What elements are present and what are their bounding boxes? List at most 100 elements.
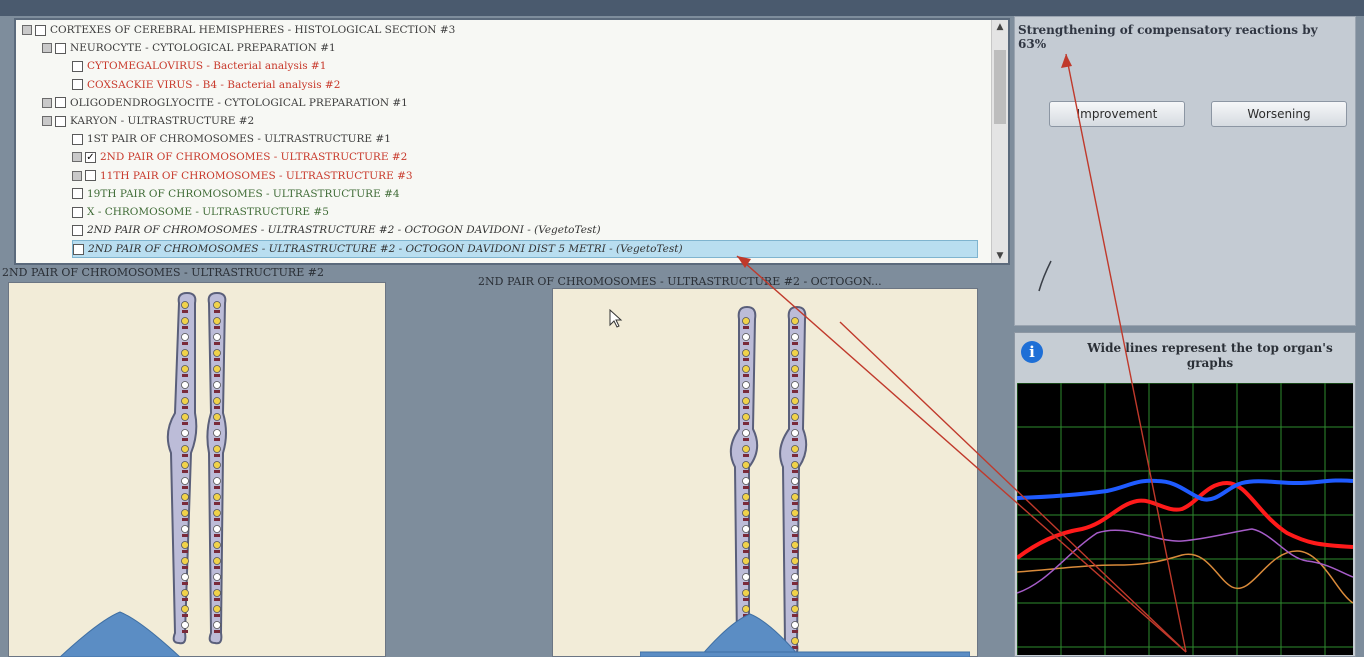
chromosome-band <box>743 438 749 441</box>
chromosome-band <box>792 598 798 601</box>
chromosome-band <box>743 582 749 585</box>
item-checkbox[interactable] <box>72 224 83 236</box>
chromosome-band <box>743 374 749 377</box>
chromosome-band <box>182 454 188 457</box>
expand-icon[interactable] <box>72 170 82 181</box>
chromosome-band <box>214 374 220 377</box>
tree-scrollbar[interactable]: ▲ ▼ <box>991 20 1008 263</box>
tree-item-label: OLIGODENDROGLYOCITE - CYTOLOGICAL PREPAR… <box>70 96 408 109</box>
chromosome-bead <box>213 509 221 517</box>
tree-item[interactable]: CYTOMEGALOVIRUS - Bacterial analysis #1 <box>72 58 326 74</box>
chromosome-band <box>792 342 798 345</box>
tree-item[interactable]: KARYON - ULTRASTRUCTURE #2 <box>42 113 254 129</box>
chromosome-bead <box>742 509 750 517</box>
expand-icon[interactable] <box>22 25 32 35</box>
chromosome-band <box>214 502 220 505</box>
tree-item[interactable]: X - CHROMOSOME - ULTRASTRUCTURE #5 <box>72 204 329 220</box>
chromosome-band <box>743 518 749 521</box>
item-checkbox[interactable] <box>55 97 66 109</box>
chromosome-band <box>792 486 798 489</box>
chromosome-bead <box>213 557 221 565</box>
chromosome-band <box>214 486 220 489</box>
chromosome-bead <box>181 365 189 373</box>
worsening-button[interactable]: Worsening <box>1211 101 1347 127</box>
tree-item[interactable]: CORTEXES OF CEREBRAL HEMISPHERES - HISTO… <box>22 22 455 38</box>
right-chromosome-pane <box>552 288 978 657</box>
chromosome-bead <box>213 493 221 501</box>
item-checkbox[interactable] <box>73 243 84 255</box>
left-callout-shape <box>60 611 180 657</box>
chromosome-bead <box>213 397 221 405</box>
info-icon[interactable]: i <box>1021 341 1043 363</box>
tree-item[interactable]: 11TH PAIR OF CHROMOSOMES - ULTRASTRUCTUR… <box>72 168 413 184</box>
chromosome-bead <box>791 509 799 517</box>
expand-icon[interactable] <box>42 97 52 108</box>
chromosome-band <box>182 518 188 521</box>
chromosome-bead <box>181 349 189 357</box>
chromosome-bead <box>742 477 750 485</box>
item-checkbox[interactable] <box>85 170 96 182</box>
chromosome-band <box>182 550 188 553</box>
tree-item-label: X - CHROMOSOME - ULTRASTRUCTURE #5 <box>87 206 329 218</box>
scroll-up-icon[interactable]: ▲ <box>996 22 1004 32</box>
chromosome-bead <box>213 365 221 373</box>
chromosome-bead <box>742 333 750 341</box>
chromosome-bead <box>181 397 189 405</box>
tree-item[interactable]: ✓2ND PAIR OF CHROMOSOMES - ULTRASTRUCTUR… <box>72 149 407 165</box>
chromosome-band <box>214 342 220 345</box>
tree-item[interactable]: 2ND PAIR OF CHROMOSOMES - ULTRASTRUCTURE… <box>72 222 601 238</box>
tree-item[interactable]: OLIGODENDROGLYOCITE - CYTOLOGICAL PREPAR… <box>42 95 408 111</box>
chromosome-band <box>182 502 188 505</box>
expand-icon[interactable] <box>72 152 82 163</box>
chromosome-bead <box>742 445 750 453</box>
chromosome-bead <box>742 541 750 549</box>
tree-item-label: 2ND PAIR OF CHROMOSOMES - ULTRASTRUCTURE… <box>87 224 601 237</box>
expand-icon[interactable] <box>42 116 52 126</box>
chromosome-bead <box>742 525 750 533</box>
chromosome-bead <box>791 349 799 357</box>
chromosome-bead <box>791 493 799 501</box>
tree-item[interactable]: COXSACKIE VIRUS - B4 - Bacterial analysi… <box>72 77 340 93</box>
item-checkbox[interactable] <box>72 133 83 145</box>
item-checkbox[interactable] <box>72 79 83 91</box>
chromosome-bead <box>791 589 799 597</box>
left-beads <box>181 301 221 633</box>
chromosome-bead <box>791 365 799 373</box>
item-checkbox[interactable]: ✓ <box>85 151 96 163</box>
chromosome-band <box>792 566 798 569</box>
chromosome-bead <box>791 397 799 405</box>
improvement-button[interactable]: Improvement <box>1049 101 1185 127</box>
chromosome-band <box>214 550 220 553</box>
tree-item-label: CORTEXES OF CEREBRAL HEMISPHERES - HISTO… <box>50 24 456 36</box>
chromosome-band <box>743 358 749 361</box>
chromosome-bead <box>742 349 750 357</box>
tree-item[interactable]: 2ND PAIR OF CHROMOSOMES - ULTRASTRUCTURE… <box>72 240 978 259</box>
organ-tree-panel[interactable]: CORTEXES OF CEREBRAL HEMISPHERES - HISTO… <box>14 18 1010 265</box>
item-checkbox[interactable] <box>72 60 83 72</box>
chromosome-band <box>182 358 188 361</box>
chromosome-band <box>214 518 220 521</box>
chromosome-bead <box>791 317 799 325</box>
scrollbar-thumb[interactable] <box>994 50 1006 124</box>
chromosome-bead <box>791 381 799 389</box>
chromosome-bead <box>791 557 799 565</box>
item-checkbox[interactable] <box>55 115 66 127</box>
chromosome-band <box>214 406 220 409</box>
tree-item[interactable]: NEUROCYTE - CYTOLOGICAL PREPARATION #1 <box>42 40 336 56</box>
tree-item[interactable]: 19TH PAIR OF CHROMOSOMES - ULTRASTRUCTUR… <box>72 186 400 202</box>
chromosome-band <box>214 614 220 617</box>
chromosome-band <box>214 422 220 425</box>
chromosome-bead <box>181 525 189 533</box>
chromosome-bead <box>213 317 221 325</box>
item-checkbox[interactable] <box>55 42 66 54</box>
tree-item[interactable]: 1ST PAIR OF CHROMOSOMES - ULTRASTRUCTURE… <box>72 131 391 147</box>
item-checkbox[interactable] <box>72 188 83 200</box>
chromosome-bead <box>791 429 799 437</box>
item-checkbox[interactable] <box>72 206 83 218</box>
expand-icon[interactable] <box>42 43 52 54</box>
chromosome-band <box>182 406 188 409</box>
chromosome-band <box>792 422 798 425</box>
scroll-down-icon[interactable]: ▼ <box>996 251 1004 261</box>
tree-item-label: CYTOMEGALOVIRUS - Bacterial analysis #1 <box>87 60 327 73</box>
item-checkbox[interactable] <box>35 24 46 36</box>
